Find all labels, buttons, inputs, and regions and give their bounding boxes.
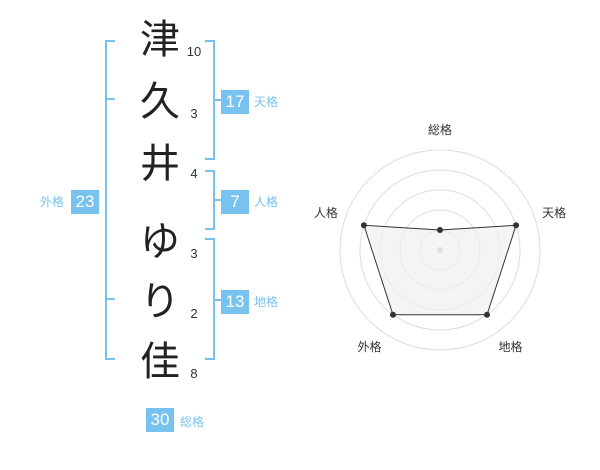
- chikaku-value: 13: [221, 290, 249, 314]
- soukaku-value: 30: [146, 408, 174, 432]
- chikaku-bracket: [205, 238, 215, 360]
- name-char-5: り: [140, 279, 180, 325]
- jinkaku-bracket-tick: [215, 199, 221, 201]
- name-char-2: 久: [140, 79, 180, 125]
- radar-axis-label-4: 外格: [357, 339, 381, 354]
- tenkaku-bracket: [205, 40, 215, 160]
- jinkaku-label: 人格: [254, 195, 279, 209]
- stroke-count-3: 4: [190, 166, 198, 181]
- name-char-3: 井: [140, 141, 180, 187]
- gaikaku-value: 23: [71, 190, 99, 214]
- radar-point-1: [437, 227, 443, 233]
- radar-data-polygon: [363, 224, 517, 316]
- radar-axis-label-3: 地格: [499, 339, 523, 354]
- radar-grid-ring-4: [359, 169, 521, 331]
- name-char-6: 佳: [140, 339, 180, 385]
- stroke-count-4: 3: [190, 246, 198, 261]
- stroke-count-6: 8: [190, 366, 198, 381]
- name-char-1: 津: [140, 17, 180, 63]
- tenkaku-label: 天格: [254, 95, 279, 109]
- radar-point-2: [513, 222, 520, 229]
- chikaku-label: 地格: [254, 295, 279, 309]
- stroke-count-2: 3: [190, 106, 198, 121]
- soukaku-label: 総格: [180, 415, 205, 429]
- tenkaku-value: 17: [221, 90, 249, 114]
- jinkaku-bracket: [205, 170, 215, 230]
- radar-point-3: [484, 311, 491, 318]
- gaikaku-bracket-tick-2: [105, 298, 115, 300]
- radar-axis-label-5: 人格: [314, 205, 338, 220]
- radar-grid-ring-5: [339, 149, 541, 351]
- name-char-4: ゆ: [140, 219, 180, 265]
- tenkaku-bracket-tick: [215, 99, 221, 101]
- radar-axis-label-1: 総格: [428, 122, 452, 137]
- gaikaku-bracket: [105, 40, 115, 360]
- radar-point-4: [389, 311, 396, 318]
- radar-axis-label-2: 天格: [542, 205, 566, 220]
- gaikaku-bracket-tick-1: [105, 98, 115, 100]
- gaikaku-label: 外格: [40, 195, 65, 209]
- jinkaku-value: 7: [221, 190, 249, 214]
- chikaku-bracket-tick: [215, 299, 221, 301]
- stroke-count-5: 2: [190, 306, 198, 321]
- stroke-count-1: 10: [186, 44, 202, 59]
- radar-point-5: [360, 222, 367, 229]
